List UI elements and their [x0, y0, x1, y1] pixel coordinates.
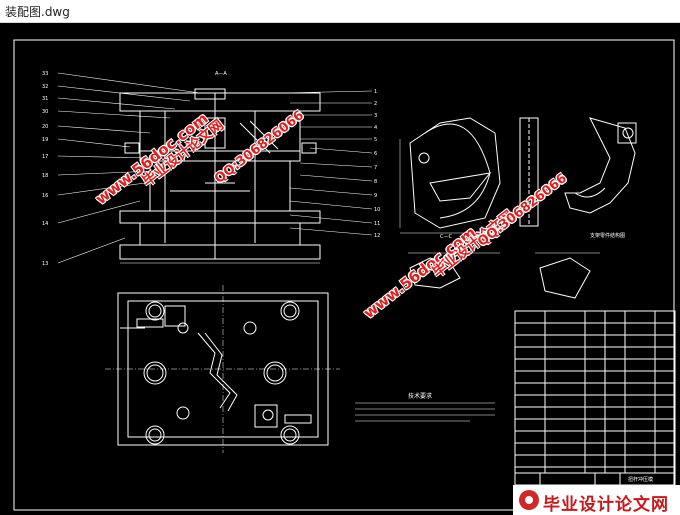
leader-number: 30 — [42, 109, 48, 115]
leader-numbers-left: 33 32 31 30 20 19 17 18 16 14 13 — [42, 71, 48, 267]
leader-number: 33 — [42, 71, 48, 77]
cad-drawing[interactable]: A—A C—C 技术要求 扭杆冲压模 支架零件结构图 33 32 31 30 2… — [0, 23, 680, 515]
part-caption: 支架零件结构图 — [590, 232, 625, 239]
drawing-frame — [13, 39, 675, 511]
brand-text: 毕业设计论文网 — [543, 495, 669, 515]
window-title: 装配图.dwg — [5, 5, 70, 19]
section-label-aa: A—A — [215, 71, 227, 77]
leader-number: 14 — [42, 221, 48, 227]
leader-numbers-right: 1 2 3 4 5 6 7 8 9 10 11 12 — [374, 89, 380, 239]
leader-number: 2 — [374, 101, 377, 107]
section-label-cc: C—C — [440, 234, 452, 240]
leader-number: 3 — [374, 113, 377, 119]
leader-number: 13 — [42, 261, 48, 267]
leader-lines-right — [279, 90, 373, 236]
title-bar: 装配图.dwg — [0, 0, 680, 23]
leader-number: 18 — [42, 173, 48, 179]
leader-number: 7 — [374, 165, 377, 171]
leader-number: 17 — [42, 154, 48, 160]
leader-number: 19 — [42, 137, 48, 143]
part-detail-view — [399, 117, 637, 299]
tech-requirement-lines — [355, 402, 495, 422]
leader-lines-left — [57, 72, 201, 264]
leader-number: 32 — [42, 84, 48, 90]
part-name: 扭杆冲压模 — [628, 476, 653, 483]
cad-viewport[interactable]: A—A C—C 技术要求 扭杆冲压模 支架零件结构图 33 32 31 30 2… — [0, 23, 680, 515]
leader-number: 11 — [374, 221, 380, 227]
brand-banner: 毕业设计论文网 — [513, 485, 680, 515]
tech-req-title: 技术要求 — [408, 392, 432, 400]
brand-logo-icon — [519, 490, 539, 510]
leader-number: 16 — [42, 193, 48, 199]
leader-number: 1 — [374, 89, 377, 95]
leader-number: 8 — [374, 179, 377, 185]
assembly-section-view — [119, 88, 321, 264]
leader-number: 6 — [374, 151, 377, 157]
leader-number: 9 — [374, 193, 377, 199]
leader-number: 12 — [374, 233, 380, 239]
leader-number: 31 — [42, 96, 48, 102]
leader-number: 10 — [374, 207, 380, 213]
leader-number: 4 — [374, 125, 377, 131]
leader-number: 20 — [42, 124, 48, 130]
leader-number: 5 — [374, 137, 377, 143]
plan-view — [105, 285, 340, 453]
